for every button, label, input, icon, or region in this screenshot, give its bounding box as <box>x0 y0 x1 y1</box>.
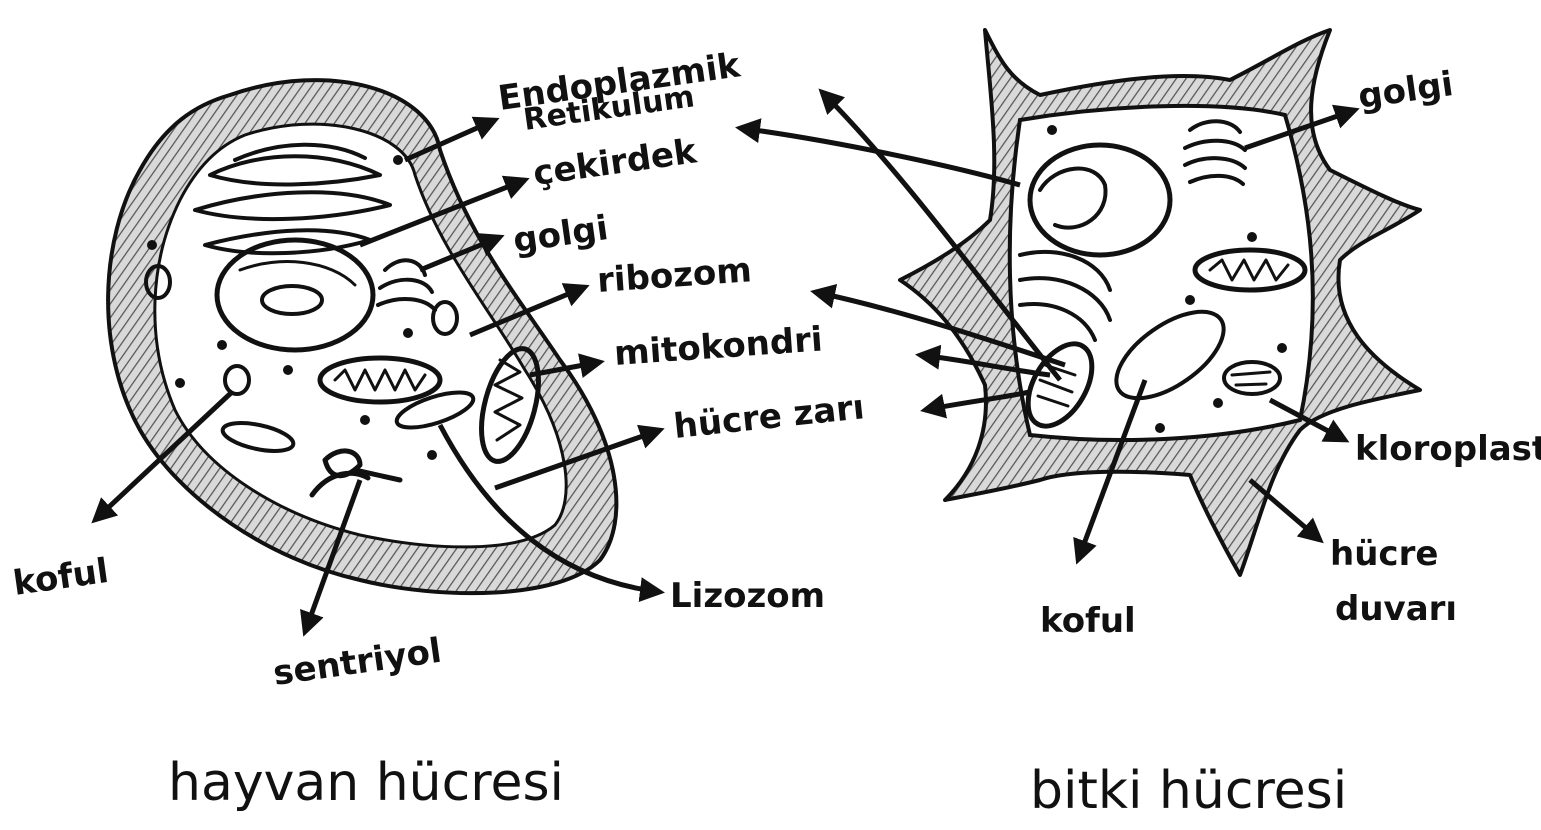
label-hucre-duvari-1: hücre <box>1330 534 1438 574</box>
caption-plant-cell: bitki hücresi <box>1030 761 1347 821</box>
label-koful-plant: koful <box>1040 601 1136 641</box>
caption-animal-cell: hayvan hücresi <box>168 753 564 813</box>
label-golgi-plant: golgi <box>1356 64 1456 117</box>
label-golgi-animal: golgi <box>511 208 611 261</box>
label-hucre-zari: hücre zarı <box>672 387 867 447</box>
label-ribozom: ribozom <box>596 250 753 301</box>
label-cekirdek: çekirdek <box>531 131 701 194</box>
label-koful-animal: koful <box>11 551 111 604</box>
animal-cell: Endoplazmik Retikulum çekirdek golgi rib… <box>11 45 867 813</box>
label-lizozom: Lizozom <box>670 576 825 616</box>
label-sentriyol: sentriyol <box>271 631 444 694</box>
label-mitokondri: mitokondri <box>613 320 824 374</box>
label-hucre-duvari-2: duvarı <box>1335 589 1457 629</box>
label-kloroplast: kloroplast <box>1355 429 1541 469</box>
